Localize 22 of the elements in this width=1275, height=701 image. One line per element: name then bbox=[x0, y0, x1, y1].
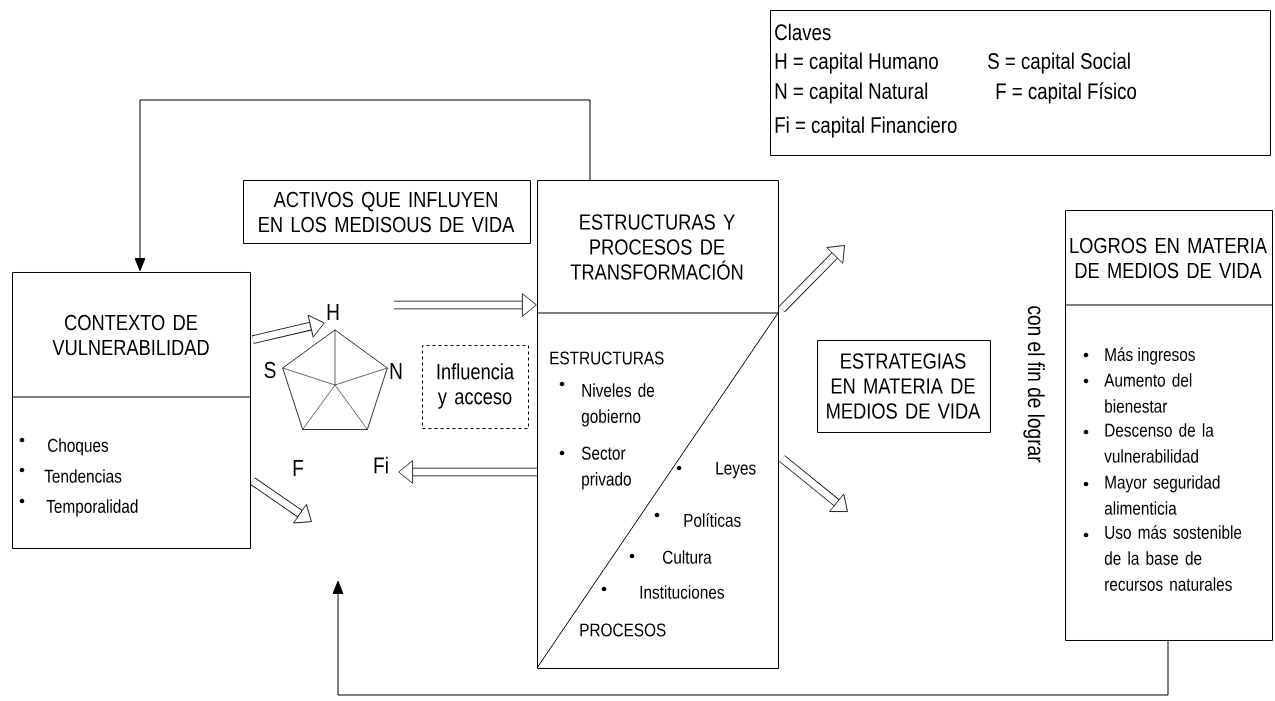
hollow-arrow bbox=[250, 477, 312, 524]
node-label: F bbox=[293, 460, 304, 476]
pentagon-drawing: H S N F Fi bbox=[264, 304, 402, 476]
node-label: S bbox=[264, 361, 276, 379]
hollow-arrow bbox=[398, 460, 537, 484]
node-label: H bbox=[327, 304, 339, 320]
key-box: Claves H = capital Humano S = capital Social N = capital Natural F = capital Físico Fi = capital Financiero bbox=[770, 10, 1271, 156]
hollow-arrow bbox=[779, 455, 848, 512]
feedback-arrow bbox=[332, 580, 1169, 696]
hollow-arrow bbox=[252, 314, 325, 344]
hollow-arrow bbox=[778, 245, 845, 313]
dashed-box: Influencia y acceso bbox=[422, 345, 529, 429]
feedback-arrow bbox=[134, 99, 591, 272]
context-box: CONTEXTO DE VULNERABILIDAD Choques Tendencias Temporalidad bbox=[11, 272, 251, 549]
hollow-arrow bbox=[394, 293, 537, 317]
node-label: N bbox=[390, 363, 402, 379]
outcome-box: LOGROS EN MATERIA DE MEDIOS DE VIDA Más ingresos Aumento del bienestar Descenso de la vulnerabilidad Mayor seguridad alimenticia Uso más sostenible de la base de recursos naturales bbox=[1064, 210, 1273, 641]
node-label: Fi bbox=[374, 456, 388, 474]
title-box: ACTIVOS QUE INFLUYEN EN LOS MEDISOUS DE VIDA bbox=[243, 180, 531, 244]
strategy-box: ESTRATEGIAS EN MATERIA DE MEDIOS DE VIDA bbox=[817, 340, 991, 433]
process-box: ESTRUCTURAS Y PROCESOS DE TRANSFORMACIÓN ESTRUCTURAS Niveles de gobierno Sector privado Leyes Políticas Cultura Instituciones PROCESOS bbox=[536, 180, 779, 669]
vertical-label: con el fin de lograr bbox=[1023, 306, 1045, 463]
